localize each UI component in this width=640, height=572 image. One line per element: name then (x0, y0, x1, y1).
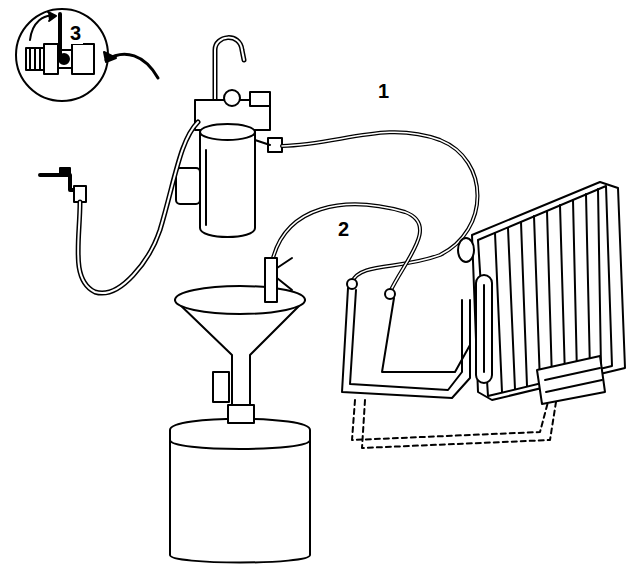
flushing-unit (176, 38, 282, 237)
water-tap (40, 122, 198, 293)
radiator (458, 182, 625, 404)
callout-number: 3 (68, 22, 83, 44)
hose-2 (272, 205, 420, 292)
callout-number: 1 (376, 80, 391, 102)
callout-number: 2 (336, 218, 351, 240)
drain-funnel (170, 258, 310, 563)
valve-inset (16, 9, 158, 101)
